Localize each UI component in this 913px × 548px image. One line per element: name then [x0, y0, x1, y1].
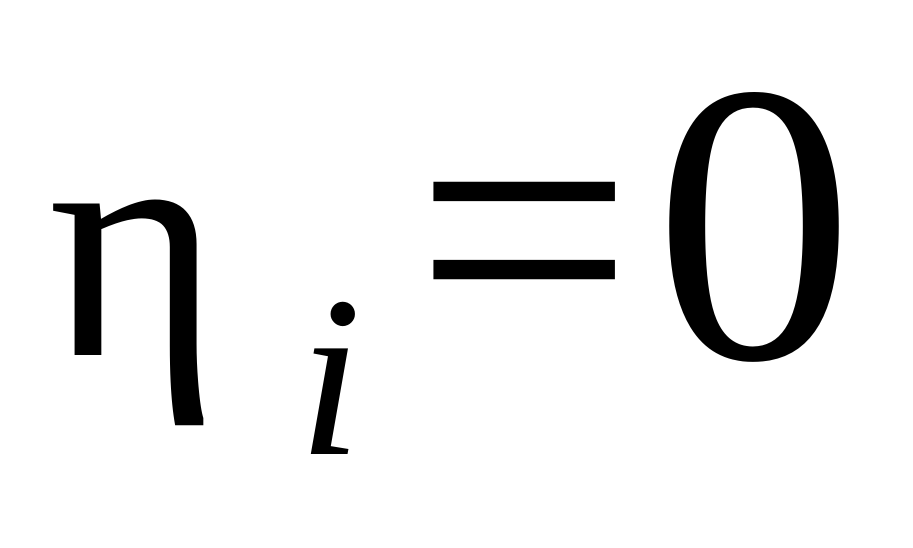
zero-value: 0 — [654, 2, 854, 445]
eta-symbol: η — [48, 62, 221, 427]
subscript-i: i — [298, 249, 362, 504]
equals-sign: = — [414, 13, 634, 445]
